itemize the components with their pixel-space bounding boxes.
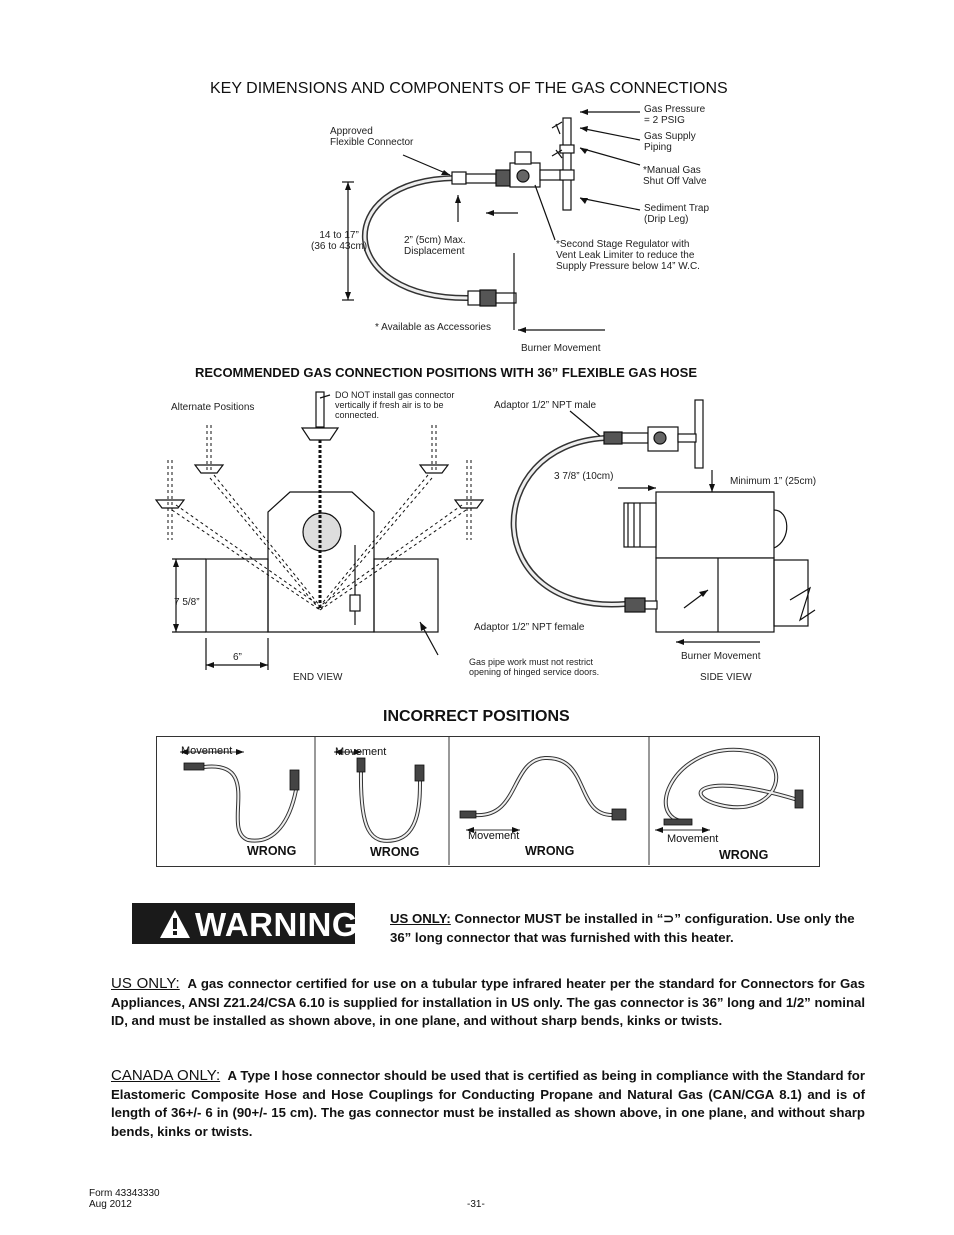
incorrect-2-verdict: WRONG — [370, 845, 420, 859]
us-only-paragraph: US ONLY: A gas connector certified for u… — [111, 975, 865, 1031]
warning-triangle-icon — [160, 910, 190, 938]
top-diagram-title: KEY DIMENSIONS AND COMPONENTS OF THE GAS… — [210, 80, 728, 97]
warning-text: US ONLY: Connector MUST be installed in … — [390, 909, 860, 947]
label-gas-pressure: Gas Pressure = 2 PSIG — [644, 104, 706, 126]
label-seven-five-eighths: 7 5/8” — [174, 597, 200, 608]
label-end-view: END VIEW — [293, 672, 343, 683]
footer-form-number: Form 43343330 — [89, 1188, 160, 1199]
label-six-inch: 6” — [233, 652, 242, 663]
warning-lead: US ONLY: — [390, 911, 451, 926]
footer-page-number: -31- — [467, 1199, 485, 1210]
incorrect-positions-frame — [156, 736, 820, 867]
label-approved-connector: Approved Flexible Connector — [330, 126, 414, 148]
label-alternate-positions: Alternate Positions — [171, 402, 255, 413]
recommended-positions-title: RECOMMENDED GAS CONNECTION POSITIONS WIT… — [195, 365, 697, 380]
label-sediment-trap: Sediment Trap (Drip Leg) — [644, 203, 710, 225]
label-burner-movement-side: Burner Movement — [681, 651, 761, 662]
canada-only-lead: CANADA ONLY: — [111, 1067, 221, 1084]
incorrect-positions-title: INCORRECT POSITIONS — [383, 708, 570, 725]
warning-word: WARNING — [195, 906, 358, 943]
canada-only-body: A Type I hose connector should be used t… — [111, 1068, 865, 1139]
incorrect-4-movement: Movement — [667, 833, 719, 845]
label-do-not-install-vertical: DO NOT install gas connector vertically … — [335, 390, 455, 420]
us-only-body: A gas connector certified for use on a t… — [111, 976, 865, 1028]
label-max-displacement: 2” (5cm) Max. Displacement — [404, 235, 466, 257]
label-available-accessories: * Available as Accessories — [375, 322, 491, 333]
label-gas-pipe-note: Gas pipe work must not restrict opening … — [469, 657, 600, 677]
label-minimum-clearance: Minimum 1” (25cm) — [730, 476, 817, 487]
incorrect-3-movement: Movement — [468, 830, 520, 842]
label-adaptor-male: Adaptor 1/2” NPT male — [494, 400, 597, 411]
incorrect-1-movement: Movement — [181, 745, 233, 757]
label-manual-shutoff-valve: *Manual Gas Shut Off Valve — [643, 165, 707, 187]
incorrect-4-verdict: WRONG — [719, 848, 769, 862]
label-height-dimension: 14 to 17” (36 to 43cm) — [311, 230, 368, 252]
label-side-view: SIDE VIEW — [700, 672, 752, 683]
incorrect-3-verdict: WRONG — [525, 844, 575, 858]
label-burner-movement-top: Burner Movement — [521, 343, 601, 354]
footer-date: Aug 2012 — [89, 1199, 132, 1210]
label-adaptor-female: Adaptor 1/2” NPT female — [474, 622, 585, 633]
label-second-stage-regulator: *Second Stage Regulator with Vent Leak L… — [556, 239, 700, 272]
label-gas-supply-piping: Gas Supply Piping — [644, 131, 696, 153]
incorrect-1-verdict: WRONG — [247, 844, 297, 858]
label-three-seven-eighths: 3 7/8” (10cm) — [554, 471, 614, 482]
incorrect-2-movement: Movement — [335, 746, 387, 758]
us-only-lead: US ONLY: — [111, 975, 180, 992]
warning-body: Connector MUST be installed in “⊃” confi… — [390, 911, 855, 945]
warning-banner: WARNING — [132, 903, 358, 944]
canada-only-paragraph: CANADA ONLY: A Type I hose connector sho… — [111, 1067, 865, 1141]
